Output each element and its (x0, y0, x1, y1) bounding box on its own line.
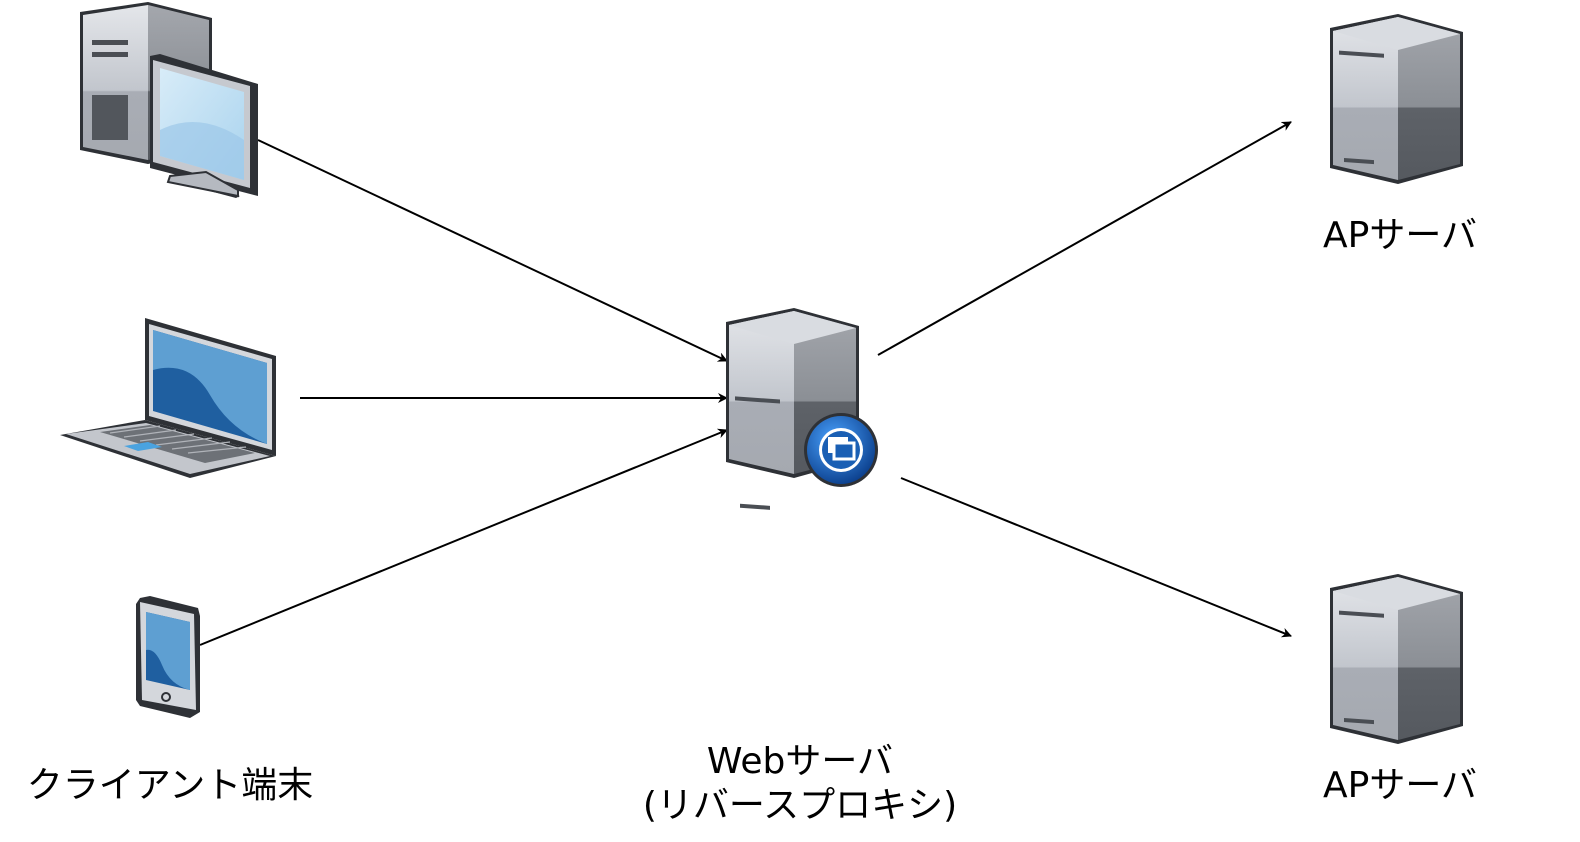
edge-web-to-ap2 (900, 477, 1292, 638)
desktop-pc-icon (80, 2, 258, 198)
edge-tablet-to-web (199, 428, 728, 646)
web-server-label-line1: Webサーバ (706, 741, 894, 782)
proxy-badge-icon (804, 413, 878, 487)
ap-server-icon-2 (1330, 574, 1463, 744)
edge-desktop-to-web (257, 139, 728, 362)
edge-web-to-ap1 (877, 121, 1292, 356)
client-label: クライアント端末 (26, 765, 314, 806)
web-server-label: Webサーバ (リバースプロキシ) (600, 740, 1000, 828)
ap-server-2-label: APサーバ (1323, 765, 1477, 806)
tablet-icon (136, 596, 200, 718)
laptop-icon (60, 318, 276, 478)
web-server-label-line2: (リバースプロキシ) (642, 785, 958, 826)
ap-server-icon-1 (1330, 14, 1463, 184)
ap-server-1-label: APサーバ (1323, 215, 1477, 256)
